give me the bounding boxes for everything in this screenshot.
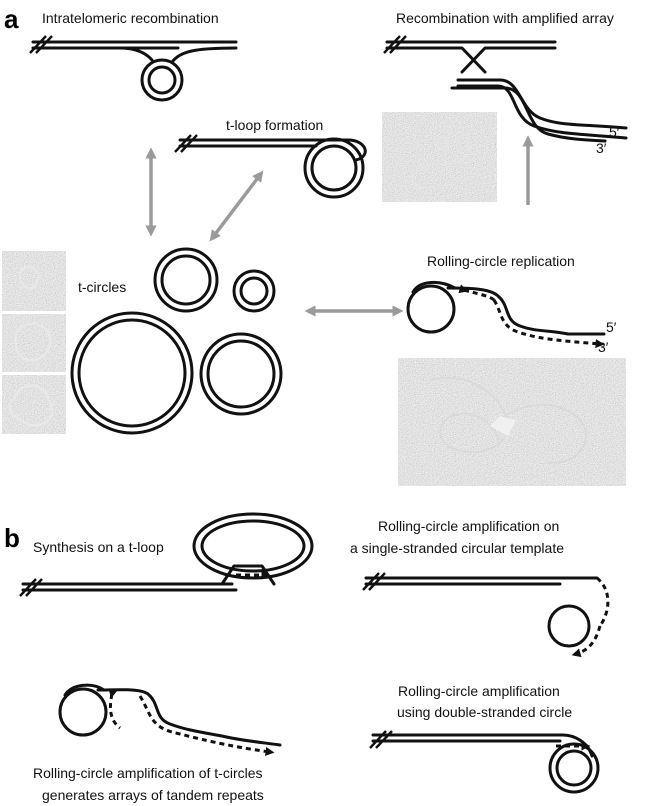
t-circles-group xyxy=(70,247,283,435)
t-circles-label: t-circles xyxy=(78,279,126,295)
rca-tcircles-label-line1: Rolling-circle amplification of t-circle… xyxy=(33,765,263,781)
t-circle-micrographs xyxy=(2,251,66,434)
five-prime-end-label-bottom: 5′ xyxy=(606,319,617,335)
five-prime-end-label-top: 5′ xyxy=(609,124,620,140)
rca-single-stranded-label-line1: Rolling-circle amplification on xyxy=(378,518,559,534)
synthesis-on-t-loop-schematic xyxy=(19,512,314,597)
t-loop-formation-schematic xyxy=(174,134,367,199)
three-prime-end-label-top: 3′ xyxy=(596,140,607,156)
rca-tcircles-schematic xyxy=(58,683,282,756)
rca-single-stranded-schematic xyxy=(362,572,610,658)
recombination-amplified-array-schematic: 5′ 3′ xyxy=(383,35,628,156)
panel-a-label: a xyxy=(4,4,19,34)
panel-b-label: b xyxy=(4,523,20,553)
rca-double-stranded-schematic xyxy=(369,730,600,794)
intratelomeric-recombination-label: Intratelomeric recombination xyxy=(42,10,219,26)
recombination-amplified-array-label: Recombination with amplified array xyxy=(396,10,614,26)
pathway-arrows xyxy=(145,135,534,317)
rca-double-stranded-label-line1: Rolling-circle amplification xyxy=(398,683,560,699)
three-prime-end-label-bottom: 3′ xyxy=(598,339,609,355)
rca-double-stranded-label-line2: using double-stranded circle xyxy=(397,704,572,720)
arrow-tloop-tcircles xyxy=(209,170,264,242)
synthesis-on-t-loop-label: Synthesis on a t-loop xyxy=(33,539,164,555)
rolling-circle-replication-schematic: 5′ 3′ xyxy=(406,281,617,355)
rolling-circle-micrograph xyxy=(398,358,626,486)
t-loop-micrograph xyxy=(382,112,497,202)
rca-tcircles-label-line2: generates arrays of tandem repeats xyxy=(42,787,264,803)
intratelomeric-recombination-schematic xyxy=(29,35,238,102)
rolling-circle-replication-label: Rolling-circle replication xyxy=(427,253,575,269)
t-loop-formation-label: t-loop formation xyxy=(226,117,323,133)
rca-single-stranded-label-line2: a single-stranded circular template xyxy=(350,540,564,556)
